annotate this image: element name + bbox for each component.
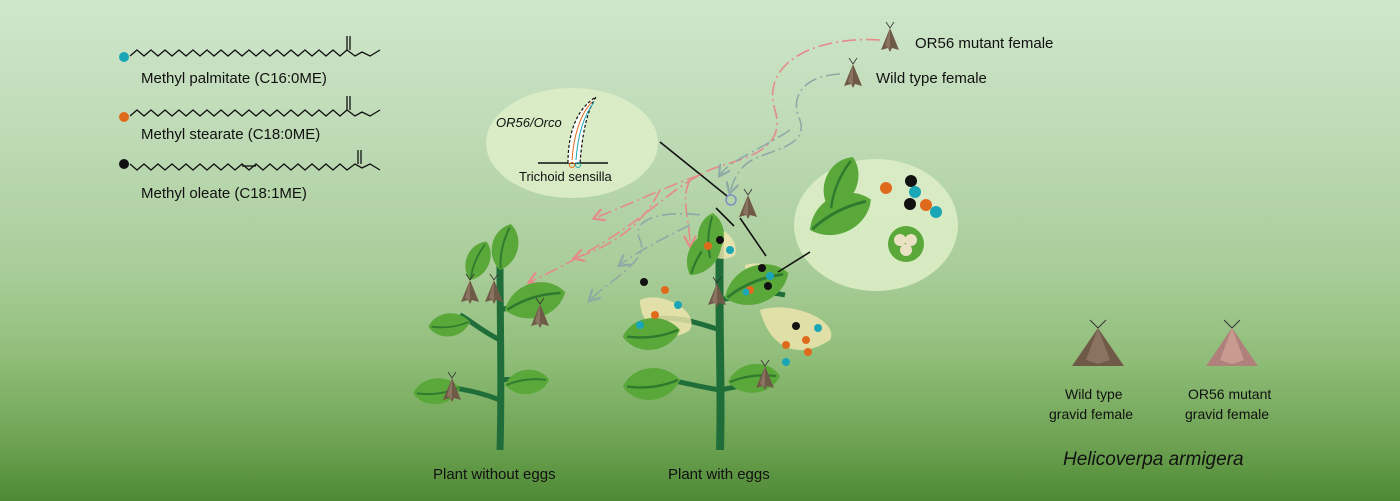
plant-with-eggs xyxy=(621,210,832,451)
mutant-moth-icon xyxy=(880,21,900,53)
oleate-label: Methyl oleate (C18:1ME) xyxy=(141,185,307,202)
legend-mutant-line1: OR56 mutant xyxy=(1188,386,1272,402)
species-label: Helicoverpa armigera xyxy=(1063,449,1244,470)
stearate-dot xyxy=(119,112,129,122)
stearate-structure xyxy=(129,96,381,117)
wild-moth-icon xyxy=(843,57,863,89)
odor-dots xyxy=(636,236,822,366)
plant-without-eggs xyxy=(412,219,571,451)
moth-near-sensilla-icon xyxy=(738,188,758,220)
sensilla-hair xyxy=(538,96,608,168)
sensilla-label: Trichoid sensilla xyxy=(519,169,612,184)
palmitate-label: Methyl palmitate (C16:0ME) xyxy=(141,70,327,87)
mutant-female-label: OR56 mutant female xyxy=(915,35,1054,52)
plant-without-eggs-label: Plant without eggs xyxy=(433,466,556,483)
legend-mutant-moth-icon xyxy=(1206,319,1258,366)
legend-wild-moth-icon xyxy=(1072,319,1124,366)
plant-with-eggs-label: Plant with eggs xyxy=(668,466,770,483)
oleate-structure xyxy=(129,150,381,171)
egg-leaf xyxy=(800,149,942,262)
legend-wild-line2: gravid female xyxy=(1049,406,1134,422)
oleate-dot xyxy=(119,159,129,169)
gene-label: OR56/Orco xyxy=(496,115,562,130)
wild-flight-paths xyxy=(590,73,841,300)
legend-mutant-line2: gravid female xyxy=(1185,406,1270,422)
palmitate-structure xyxy=(129,36,381,57)
wild-female-label: Wild type female xyxy=(876,70,987,87)
legend-wild-line1: Wild type xyxy=(1065,386,1123,402)
sensilla-connector xyxy=(659,141,728,197)
mutant-flight-paths xyxy=(530,38,881,282)
palmitate-dot xyxy=(119,52,129,62)
stearate-label: Methyl stearate (C18:0ME) xyxy=(141,126,321,143)
